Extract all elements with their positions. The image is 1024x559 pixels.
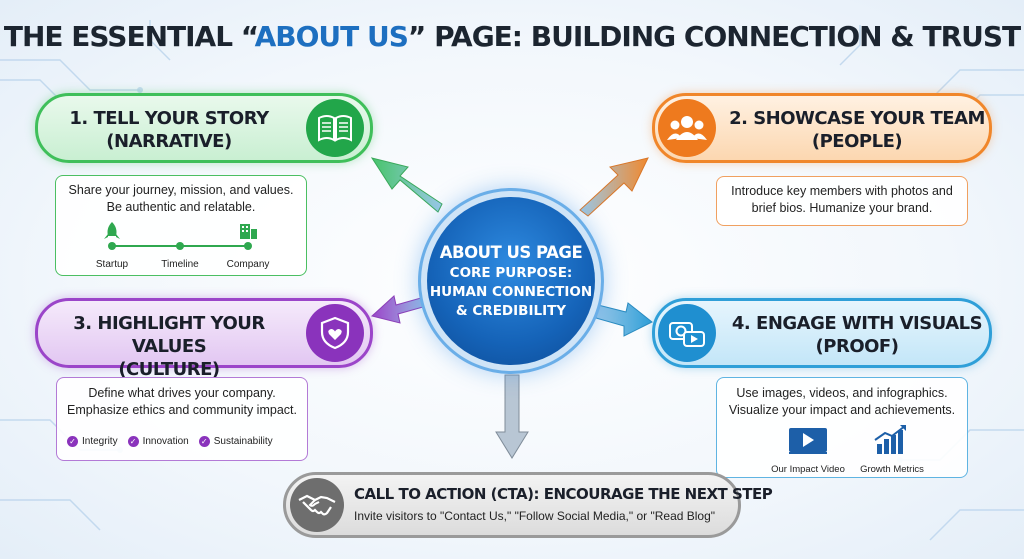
visuals-heading-line1: 4. ENGAGE WITH VISUALS bbox=[731, 313, 983, 334]
media-label-video: Our Impact Video bbox=[771, 464, 845, 475]
story-text-line1: Share your journey, mission, and values. bbox=[68, 183, 294, 197]
team-heading-line1: 2. SHOWCASE YOUR TEAM bbox=[729, 108, 985, 129]
timeline-label-startup: Startup bbox=[95, 259, 129, 270]
team-header: 2. SHOWCASE YOUR TEAM (PEOPLE) bbox=[652, 93, 992, 163]
growth-chart-icon bbox=[874, 425, 906, 454]
values-text-line2: Emphasize ethics and community impact. bbox=[67, 403, 297, 417]
timeline-graphic bbox=[104, 222, 257, 250]
rocket-icon bbox=[104, 222, 120, 239]
arrow-to-cta bbox=[495, 374, 529, 459]
visuals-heading-line2: (PROOF) bbox=[815, 336, 899, 357]
values-heading-line1: 3. HIGHLIGHT YOUR VALUES bbox=[73, 313, 265, 357]
values-header: 3. HIGHLIGHT YOUR VALUES (CULTURE) bbox=[35, 298, 373, 380]
value-integrity: Integrity bbox=[82, 436, 118, 447]
story-heading-line2: (NARRATIVE) bbox=[106, 131, 232, 152]
story-card: Share your journey, mission, and values.… bbox=[55, 175, 307, 276]
cta-heading: CALL TO ACTION (CTA): ENCOURAGE THE NEXT… bbox=[354, 485, 773, 503]
shield-heart-icon bbox=[306, 304, 364, 362]
values-text-line1: Define what drives your company. bbox=[88, 386, 276, 400]
team-text-line2: brief bios. Humanize your brand. bbox=[751, 201, 933, 215]
story-text-line2: Be authentic and relatable. bbox=[106, 200, 256, 214]
value-sustainability: Sustainability bbox=[213, 436, 273, 447]
check-icon: ✓ bbox=[198, 436, 210, 447]
arrow-to-values bbox=[370, 295, 431, 324]
visuals-card: Use images, videos, and infographics. Vi… bbox=[716, 377, 968, 478]
cta-text: Invite visitors to "Contact Us," "Follow… bbox=[354, 509, 716, 523]
value-innovation: Innovation bbox=[142, 436, 189, 447]
team-text-line1: Introduce key members with photos and bbox=[731, 184, 953, 198]
building-icon bbox=[240, 224, 257, 239]
video-play-icon bbox=[789, 428, 827, 454]
check-icon: ✓ bbox=[127, 436, 139, 447]
camera-video-icon bbox=[658, 304, 716, 362]
arrow-to-visuals bbox=[595, 302, 653, 337]
story-heading-line1: 1. TELL YOUR STORY bbox=[69, 108, 269, 129]
visuals-text-line2: Visualize your impact and achievements. bbox=[728, 403, 956, 417]
page-title: THE ESSENTIAL “ABOUT US” PAGE: BUILDING … bbox=[3, 20, 1021, 53]
team-heading-line2: (PEOPLE) bbox=[811, 131, 903, 152]
center-line1: ABOUT US PAGE bbox=[439, 242, 583, 262]
center-line4: & CREDIBILITY bbox=[455, 302, 567, 319]
timeline-label-company: Company bbox=[226, 259, 270, 270]
center-line3: HUMAN CONNECTION bbox=[429, 283, 593, 300]
visuals-text-line1: Use images, videos, and infographics. bbox=[736, 386, 948, 400]
media-label-metrics: Growth Metrics bbox=[860, 464, 924, 475]
arrow-to-story bbox=[370, 157, 443, 213]
team-people-icon bbox=[658, 99, 716, 157]
values-card: Define what drives your company. Emphasi… bbox=[56, 377, 308, 461]
timeline-label-timeline: Timeline bbox=[161, 259, 199, 270]
arrow-to-team bbox=[579, 157, 649, 217]
cta-banner: CALL TO ACTION (CTA): ENCOURAGE THE NEXT… bbox=[283, 472, 773, 538]
values-heading-line2: (CULTURE) bbox=[118, 359, 220, 380]
handshake-icon bbox=[290, 478, 344, 532]
center-line2: CORE PURPOSE: bbox=[449, 264, 573, 281]
team-card: Introduce key members with photos and br… bbox=[716, 176, 968, 226]
core-purpose-circle: ABOUT US PAGE CORE PURPOSE: HUMAN CONNEC… bbox=[427, 197, 595, 365]
check-icon: ✓ bbox=[67, 436, 78, 447]
open-book-icon bbox=[306, 99, 364, 157]
visuals-header: 4. ENGAGE WITH VISUALS (PROOF) bbox=[652, 298, 992, 368]
story-header: 1. TELL YOUR STORY (NARRATIVE) bbox=[35, 93, 373, 163]
